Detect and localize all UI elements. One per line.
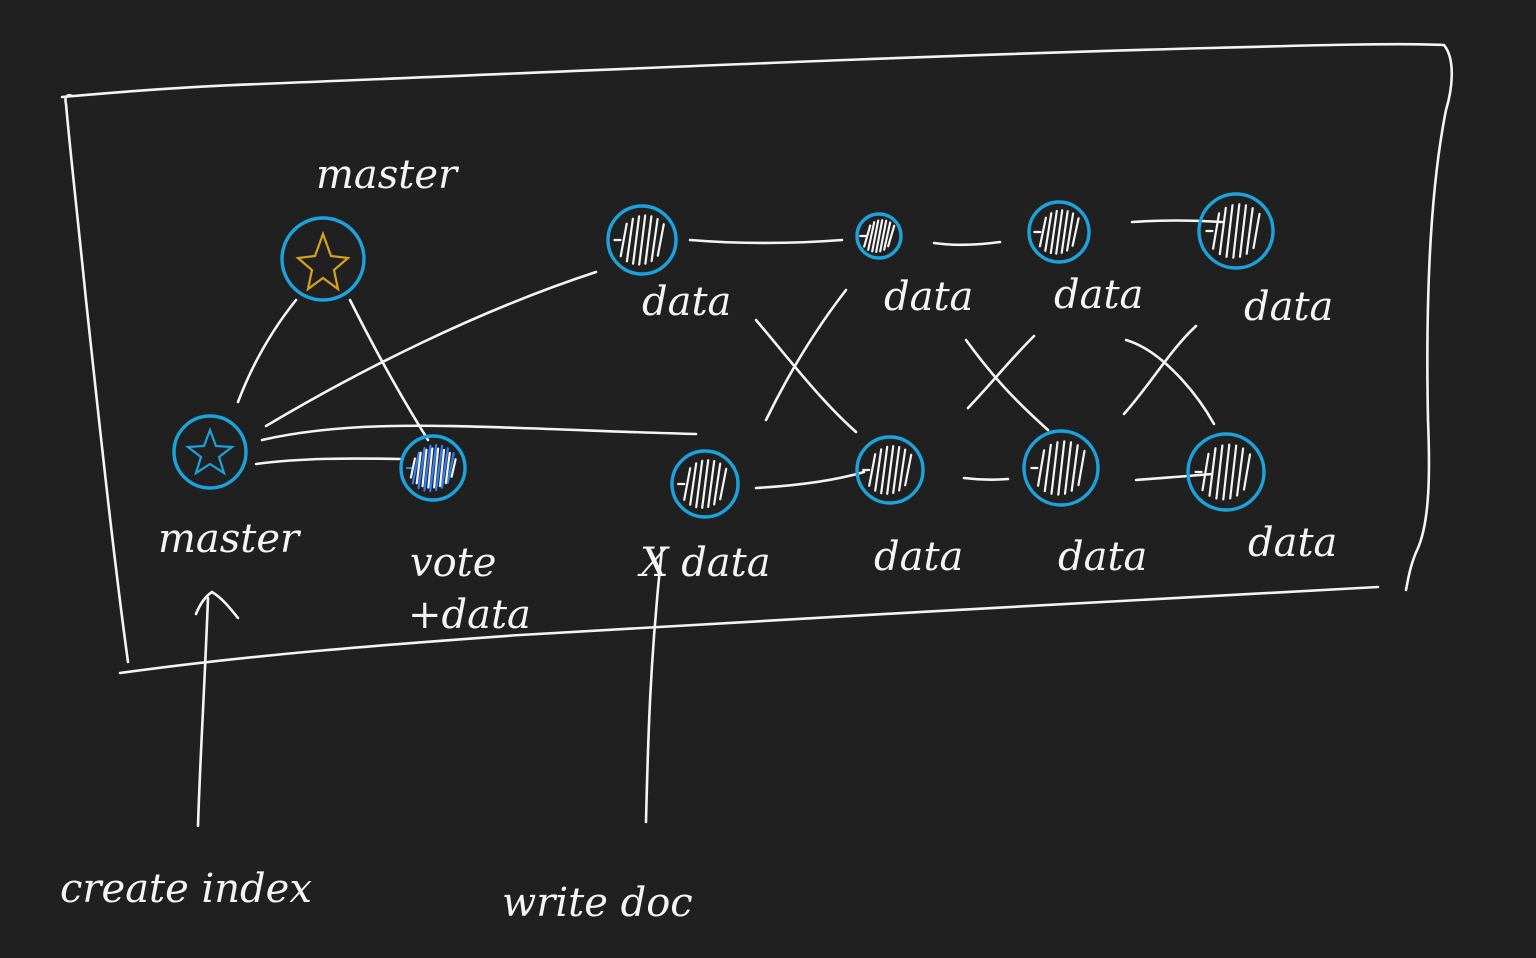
data-top-3-node-ring bbox=[1027, 200, 1091, 264]
edge-master-local-to-vote bbox=[254, 457, 402, 466]
hatched-circle-icon bbox=[1033, 209, 1080, 255]
label-data-bottom-1: X data bbox=[637, 540, 771, 586]
label-data-top-2: data bbox=[884, 274, 973, 320]
hatched-circle-icon bbox=[409, 447, 457, 489]
data-bottom-3-node-ring bbox=[1022, 429, 1100, 507]
edge-data-top-3-to-data-top-4 bbox=[1130, 219, 1224, 224]
label-vote: vote bbox=[410, 540, 496, 586]
edge-data-bottom-2-to-data-bottom-3 bbox=[962, 476, 1010, 481]
hatched-circle-icon bbox=[613, 214, 665, 266]
data-top-4-node-ring bbox=[1197, 192, 1275, 270]
cluster-boundary bbox=[60, 42, 1454, 675]
star-icon bbox=[295, 230, 351, 292]
data-top-1-node bbox=[606, 204, 678, 276]
edge-cross-3a bbox=[1124, 338, 1216, 426]
vote-data-node bbox=[399, 434, 467, 502]
hatched-circle-icon bbox=[405, 443, 455, 493]
data-bottom-2-node-ring bbox=[855, 435, 925, 505]
edge-cross-1b bbox=[764, 288, 848, 422]
label-data-bottom-2: data bbox=[874, 534, 963, 580]
master-local-node bbox=[172, 414, 248, 490]
data-bottom-2-node bbox=[855, 435, 925, 505]
write-doc-arrow bbox=[644, 546, 664, 824]
label-data-bottom-4: data bbox=[1248, 520, 1337, 566]
master-top-node bbox=[280, 216, 366, 302]
hatched-circle-icon bbox=[677, 459, 728, 509]
hatched-circle-icon bbox=[862, 445, 913, 495]
label-vote-data: +data bbox=[408, 592, 531, 638]
data-top-3-node bbox=[1027, 200, 1091, 264]
edge-master-top-to-master-local bbox=[236, 298, 298, 404]
label-create-index: create index bbox=[60, 866, 312, 912]
label-master-top: master bbox=[316, 152, 460, 198]
label-data-top-4: data bbox=[1244, 284, 1333, 330]
label-data-top-1: data bbox=[642, 279, 731, 325]
data-bottom-1-node-ring bbox=[670, 449, 740, 519]
edge-master-top-to-vote bbox=[348, 298, 430, 442]
master-local-node-ring bbox=[172, 414, 248, 490]
label-write-doc: write doc bbox=[502, 880, 693, 926]
edge-data-top-1-to-data-top-2 bbox=[688, 238, 844, 245]
data-bottom-4-node-ring bbox=[1186, 432, 1266, 512]
hatched-circle-icon bbox=[1205, 203, 1261, 259]
data-top-2-node bbox=[855, 212, 903, 260]
data-top-4-node bbox=[1197, 192, 1275, 270]
edge-data-bottom-3-to-data-bottom-4 bbox=[1134, 472, 1214, 482]
edge-master-local-to-data-top-1 bbox=[264, 270, 598, 428]
star-icon bbox=[185, 426, 235, 476]
edge-cross-3b bbox=[1122, 324, 1198, 416]
edge-data-top-2-to-data-top-3 bbox=[932, 240, 1002, 247]
edge-master-local-to-data-bottom-1 bbox=[260, 424, 698, 442]
edge-cross-2a bbox=[964, 338, 1050, 432]
data-top-1-node-ring bbox=[606, 204, 678, 276]
data-top-2-node-ring bbox=[855, 212, 903, 260]
data-bottom-4-node bbox=[1186, 432, 1266, 512]
label-master-local: master bbox=[158, 516, 302, 562]
hatched-circle-icon bbox=[859, 219, 896, 253]
data-bottom-1-node bbox=[670, 449, 740, 519]
hatched-circle-icon bbox=[1194, 443, 1252, 501]
data-bottom-3-node bbox=[1022, 429, 1100, 507]
create-index-arrow bbox=[194, 590, 240, 828]
master-top-node-ring bbox=[280, 216, 366, 302]
label-data-bottom-3: data bbox=[1058, 534, 1147, 580]
edge-cross-1a bbox=[754, 318, 858, 434]
vote-data-node-ring bbox=[399, 434, 467, 502]
edge-cross-2b bbox=[966, 334, 1036, 410]
hatched-circle-icon bbox=[1030, 440, 1086, 496]
label-data-top-3: data bbox=[1054, 272, 1143, 318]
edge-data-bottom-1-to-data-bottom-2 bbox=[754, 470, 866, 490]
